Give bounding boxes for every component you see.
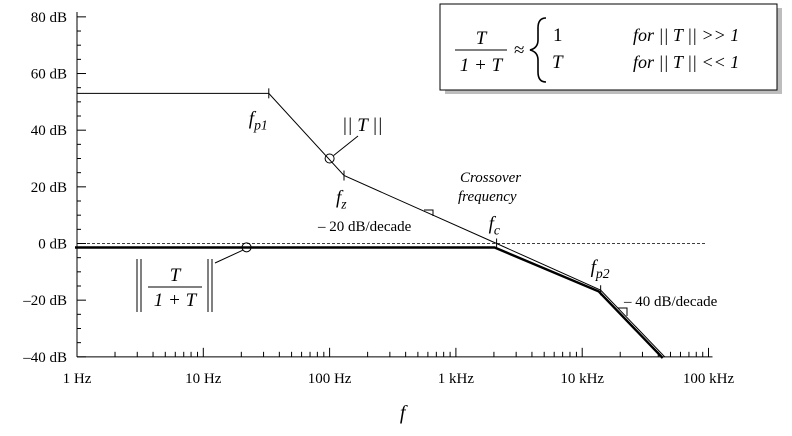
slope2-marker <box>618 307 628 316</box>
y-tick-label: 0 dB <box>38 237 67 253</box>
closed-num: T <box>170 265 182 286</box>
y-tick-label: 40 dB <box>31 123 67 139</box>
eq-lhs-den: 1 + T <box>460 55 504 76</box>
x-tick-label: 1 kHz <box>438 371 475 387</box>
y-tick-label: 60 dB <box>31 67 67 83</box>
x-axis-label: f <box>400 402 408 424</box>
eq-brace <box>529 17 547 83</box>
y-tick-label: –20 dB <box>22 293 67 309</box>
slope1-marker <box>424 209 434 216</box>
tick-labels: 80 dB 60 dB 40 dB 20 dB 0 dB –20 dB –40 dB 1 Hz… <box>22 10 734 424</box>
closed-den: 1 + T <box>154 290 198 311</box>
tick-marks <box>76 12 713 358</box>
equation-box <box>439 3 778 91</box>
slope1-label: – 20 dB/decade <box>317 219 412 235</box>
eq-case2-cond: for || T || << 1 <box>633 52 739 72</box>
fp2-label: fp2 <box>591 257 610 281</box>
closed-leader <box>214 249 243 264</box>
annotations: fp1 fz fc fp2 Crossover frequency || T || T 1 + … <box>136 3 782 316</box>
slope2-label: – 40 dB/decade <box>623 294 718 310</box>
crossover-label-2: frequency <box>458 189 517 205</box>
x-tick-label: 100 Hz <box>308 371 352 387</box>
normT-marker <box>324 153 335 164</box>
y-tick-label: 80 dB <box>31 10 67 26</box>
eq-approx: ≈ <box>514 40 524 61</box>
y-tick-label: 20 dB <box>31 180 67 196</box>
series-lines <box>75 92 705 359</box>
x-tick-label: 1 Hz <box>63 371 92 387</box>
loop-gain-T-line <box>77 92 666 358</box>
x-tick-label: 10 kHz <box>560 371 604 387</box>
fz-label: fz <box>336 188 347 212</box>
fp1-label: fp1 <box>249 108 268 132</box>
y-tick-label: –40 dB <box>22 350 67 366</box>
closed-marker <box>241 242 252 253</box>
eq-case2-value: T <box>552 52 564 73</box>
fc-label: fc <box>489 214 500 238</box>
x-tick-label: 100 kHz <box>683 371 735 387</box>
crossover-label-1: Crossover <box>460 170 521 186</box>
closed-loop-line <box>75 246 664 359</box>
normT-leader <box>333 135 359 156</box>
x-tick-label: 10 Hz <box>185 371 222 387</box>
eq-lhs-num: T <box>476 28 488 49</box>
normT-label: || T || <box>342 115 383 136</box>
eq-case1-value: 1 <box>553 25 563 46</box>
eq-case1-cond: for || T || >> 1 <box>633 25 739 45</box>
